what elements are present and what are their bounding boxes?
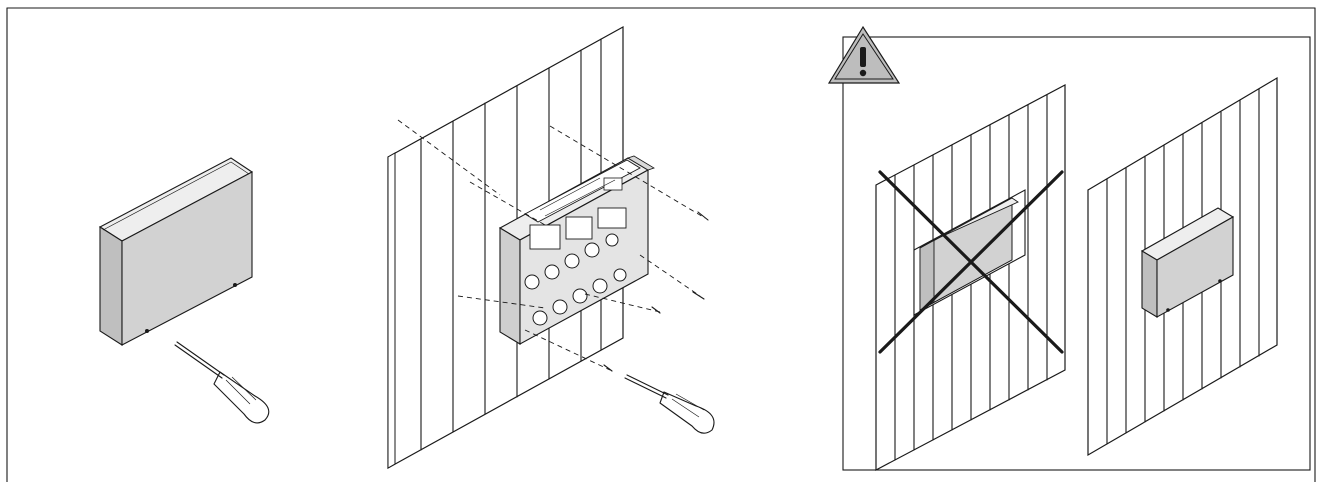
warning-frame (842, 36, 1311, 471)
cable-glands (524, 233, 627, 326)
screwdriver (624, 374, 715, 434)
open-enclosure (498, 155, 655, 345)
screw-hole (145, 329, 149, 333)
circuit-board (524, 159, 641, 250)
warning-triangle-icon (827, 25, 901, 84)
panel-warning (827, 25, 1311, 471)
closed-enclosure-box (98, 157, 254, 347)
screw-hole (233, 283, 237, 287)
mounting-guide-lines (397, 119, 706, 371)
correct-mounting-surface (1087, 76, 1278, 457)
wrong-mounting-recessed (875, 84, 1066, 471)
wall-screws (603, 211, 709, 372)
prohibited-cross (878, 170, 1064, 354)
panel-wall-mounting (387, 25, 715, 470)
panel-enclosure (98, 157, 270, 424)
outer-frame (6, 7, 1316, 482)
screwdriver (174, 341, 270, 424)
